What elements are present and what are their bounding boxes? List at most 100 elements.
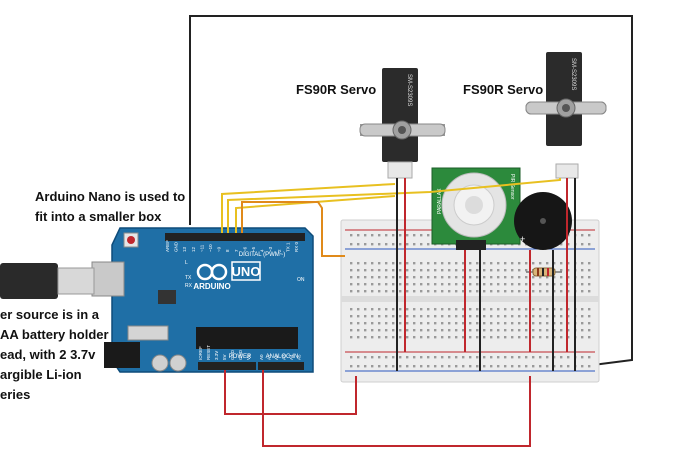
servo-right-model: SM-S2309S [570,58,576,90]
breadboard-hole [518,356,521,359]
breadboard-hole [434,262,437,265]
breadboard-hole [420,329,423,332]
breadboard-hole [350,365,353,368]
breadboard-hole [357,269,360,272]
breadboard-hole [364,329,367,332]
digital-pin-label: 2 [277,249,282,252]
breadboard-hole [392,234,395,237]
power-pin-label: 5V [222,354,227,360]
breadboard-hole [476,290,479,293]
nano-note-line: fit into a smaller box [35,209,162,224]
breadboard-hole [350,322,353,325]
breadboard-hole [385,269,388,272]
breadboard-hole [532,262,535,265]
breadboard-hole [588,243,591,246]
breadboard-hole [406,365,409,368]
breadboard-hole [588,234,591,237]
breadboard-hole [511,262,514,265]
breadboard-hole [588,269,591,272]
nano-note-line: Arduino Nano is used to [35,189,186,204]
breadboard-hole [399,290,402,293]
breadboard-hole [378,365,381,368]
breadboard-hole [441,329,444,332]
breadboard-hole [427,315,430,318]
servo-left-model: SM-S2309S [406,74,412,106]
ground-wire-loop [189,15,633,367]
breadboard-hole [350,283,353,286]
red-wire-a0 [262,370,531,447]
breadboard-hole [399,234,402,237]
breadboard-hole [525,315,528,318]
breadboard-hole [427,283,430,286]
breadboard-hole [392,356,395,359]
breadboard-hole [413,308,416,311]
breadboard-hole [357,308,360,311]
breadboard-hole [378,234,381,237]
breadboard-hole [490,308,493,311]
breadboard-hole [469,283,472,286]
breadboard-hole [357,276,360,279]
breadboard-hole [357,290,360,293]
breadboard-hole [413,283,416,286]
breadboard-hole [588,283,591,286]
breadboard-hole [497,290,500,293]
breadboard-hole [476,262,479,265]
breadboard-hole [455,329,458,332]
breadboard-hole [518,308,521,311]
breadboard-hole [581,356,584,359]
breadboard-hole [588,329,591,332]
breadboard-hole [455,315,458,318]
breadboard-hole [385,336,388,339]
breadboard-hole [518,283,521,286]
breadboard-hole [420,336,423,339]
breadboard-hole [350,262,353,265]
breadboard-hole [462,276,465,279]
servo-left-label: FS90R Servo [296,82,377,97]
breadboard-hole [406,336,409,339]
breadboard-hole [434,276,437,279]
analog-pin-label: A1 [267,354,272,360]
breadboard-hole [490,315,493,318]
breadboard-hole [427,262,430,265]
breadboard-hole [546,262,549,265]
breadboard-hole [448,276,451,279]
power-pin-label: RESET [206,345,211,360]
breadboard-hole [581,336,584,339]
breadboard-hole [406,269,409,272]
breadboard-hole [448,365,451,368]
power-note: er source is in a AA battery holder ead,… [0,305,109,405]
breadboard-hole [378,329,381,332]
breadboard-hole [385,276,388,279]
breadboard-hole [476,269,479,272]
breadboard-hole [350,234,353,237]
breadboard-hole [560,322,563,325]
power-pin-label: Vin [246,353,251,360]
breadboard-hole [448,283,451,286]
breadboard-hole [427,322,430,325]
breadboard-hole [560,329,563,332]
breadboard-hole [406,315,409,318]
breadboard-hole [567,315,570,318]
breadboard-hole [378,336,381,339]
breadboard-hole [546,315,549,318]
breadboard-hole [560,243,563,246]
power-note-line: eries [0,387,31,402]
breadboard-hole [455,262,458,265]
breadboard-hole [385,308,388,311]
breadboard-hole [413,336,416,339]
breadboard-hole [476,336,479,339]
breadboard-hole [476,308,479,311]
breadboard-hole [490,329,493,332]
breadboard-hole [581,234,584,237]
breadboard-hole [455,365,458,368]
breadboard-hole [448,356,451,359]
breadboard-hole [448,336,451,339]
breadboard-hole [364,322,367,325]
breadboard-hole [385,329,388,332]
breadboard-hole [399,356,402,359]
breadboard-hole [434,329,437,332]
breadboard-hole [350,290,353,293]
breadboard-hole [588,315,591,318]
breadboard-hole [371,308,374,311]
breadboard-hole [546,365,549,368]
